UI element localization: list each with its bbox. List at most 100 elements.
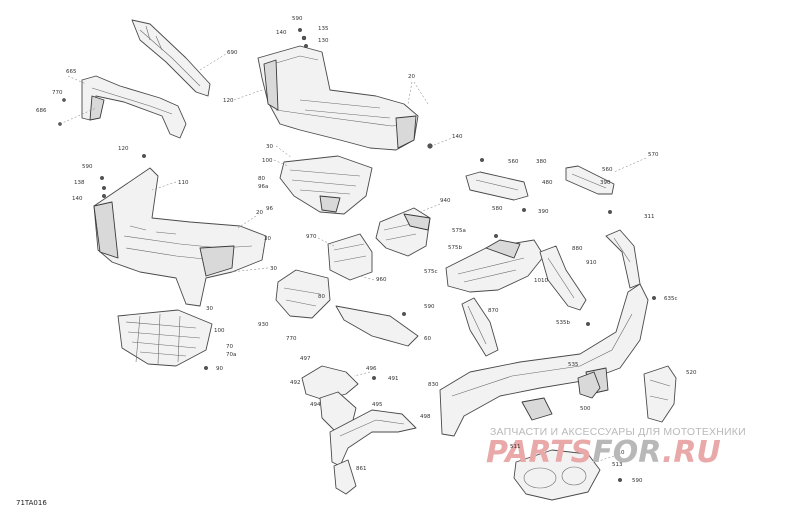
deflector-940[interactable] — [375, 207, 431, 257]
callout-830: 830 — [428, 382, 439, 388]
callout-138: 138 — [74, 180, 85, 186]
bolt-icon — [586, 322, 591, 327]
callout-930: 930 — [258, 322, 269, 328]
callout-575b: 575b — [448, 245, 462, 251]
support-bracket-a[interactable] — [465, 171, 529, 201]
callout-390b: 390 — [600, 180, 611, 186]
side-rail-311[interactable] — [605, 229, 641, 289]
callout-580: 580 — [492, 206, 503, 212]
bolt-icon — [62, 98, 66, 102]
callout-140c: 140 — [72, 196, 83, 202]
mudflap-861[interactable] — [333, 459, 357, 495]
callout-513: 513 — [612, 462, 623, 468]
callout-510: 510 — [614, 450, 625, 456]
callout-140a: 140 — [276, 30, 287, 36]
side-panel-690[interactable] — [131, 19, 211, 97]
callout-494: 494 — [310, 402, 321, 408]
bolt-icon — [402, 312, 407, 317]
fender-liner-498[interactable] — [329, 409, 417, 467]
bolt-icon — [141, 153, 146, 158]
callout-575c: 575c — [424, 269, 438, 275]
bolt-icon — [618, 478, 623, 483]
callout-496: 496 — [366, 366, 377, 372]
bolt-icon — [494, 233, 499, 238]
front-fender-support[interactable] — [445, 239, 545, 293]
rack-bracket[interactable] — [279, 155, 373, 215]
callout-90: 90 — [216, 366, 223, 372]
callout-665: 665 — [66, 69, 77, 75]
callout-80: 80 — [318, 294, 325, 300]
callout-498: 498 — [420, 414, 431, 420]
callout-560a: 560 — [508, 159, 519, 165]
callout-390: 390 — [538, 209, 549, 215]
callout-100a: 100 — [262, 158, 273, 164]
diagram-code: 71TA016 — [16, 499, 47, 507]
splash-panel[interactable] — [335, 305, 419, 347]
bolt-icon — [298, 28, 303, 33]
callout-60: 60 — [424, 336, 431, 342]
watermark-tagline: ЗАПЧАСТИ И АКСЕССУАРЫ ДЛЯ МОТОТЕХНИКИ — [490, 426, 746, 438]
bolt-icon — [652, 296, 657, 301]
callout-30a: 30 — [266, 144, 273, 150]
callout-1010: 1010 — [534, 278, 548, 284]
callout-30c: 30 — [270, 266, 277, 272]
callout-590a: 590 — [292, 16, 303, 22]
callout-20b: 20 — [256, 210, 263, 216]
callout-70: 70 — [226, 344, 233, 350]
callout-575a: 575a — [452, 228, 466, 234]
callout-491: 491 — [388, 376, 399, 382]
callout-20a: 20 — [408, 74, 415, 80]
headlight-500[interactable] — [577, 371, 601, 399]
callout-130: 130 — [318, 38, 329, 44]
watermark-brand: PARTSFOR.RU — [486, 435, 721, 470]
nut-icon — [304, 44, 309, 49]
callout-30b: 30 — [264, 236, 271, 242]
callout-497: 497 — [300, 356, 311, 362]
callout-770b: 770 — [286, 336, 297, 342]
side-rail-880[interactable] — [539, 245, 587, 311]
callout-970: 970 — [306, 234, 317, 240]
clip-icon — [427, 143, 433, 149]
callout-686: 686 — [36, 108, 47, 114]
nut-icon — [522, 207, 527, 212]
callout-535b: 535b — [556, 320, 570, 326]
callout-870: 870 — [488, 308, 499, 314]
callout-30d: 30 — [206, 306, 213, 312]
callout-590c: 590 — [424, 304, 435, 310]
side-cover-520[interactable] — [643, 365, 677, 423]
grab-bar-665[interactable] — [81, 75, 187, 139]
front-grille-510[interactable] — [513, 449, 601, 501]
callout-495: 495 — [372, 402, 383, 408]
callout-96a: 96a — [258, 184, 268, 190]
callout-861: 861 — [356, 466, 367, 472]
callout-520: 520 — [686, 370, 697, 376]
fender-liner-492[interactable] — [301, 365, 359, 401]
front-body-panel-110[interactable] — [93, 167, 267, 307]
watermark: ЗАПЧАСТИ И АКСЕССУАРЫ ДЛЯ МОТОТЕХНИКИ PA… — [486, 426, 746, 470]
callout-492: 492 — [290, 380, 301, 386]
support-bracket-b[interactable] — [565, 165, 615, 195]
footrest-plate[interactable] — [117, 309, 213, 367]
callout-480: 480 — [542, 180, 553, 186]
callout-70a: 70a — [226, 352, 236, 358]
callout-140b: 140 — [452, 134, 463, 140]
callout-690: 690 — [227, 50, 238, 56]
callout-635c: 635c — [664, 296, 678, 302]
rear-upper-body[interactable] — [257, 45, 419, 151]
callout-880: 880 — [572, 246, 583, 252]
bolt-icon — [203, 366, 208, 371]
callout-960: 960 — [376, 277, 387, 283]
callout-135: 135 — [318, 26, 329, 32]
nut-icon — [101, 193, 106, 198]
shield-930[interactable] — [275, 269, 331, 319]
watermark-brand-mid: FOR — [592, 435, 662, 470]
bolt-icon — [480, 157, 485, 162]
callout-770a: 770 — [52, 90, 63, 96]
callout-120b: 120 — [118, 146, 129, 152]
callout-80a: 80 — [258, 176, 265, 182]
watermark-brand-right: .RU — [662, 435, 721, 470]
callout-110: 110 — [178, 180, 189, 186]
front-fender-870[interactable] — [461, 297, 499, 357]
deflector-970[interactable] — [327, 233, 373, 281]
